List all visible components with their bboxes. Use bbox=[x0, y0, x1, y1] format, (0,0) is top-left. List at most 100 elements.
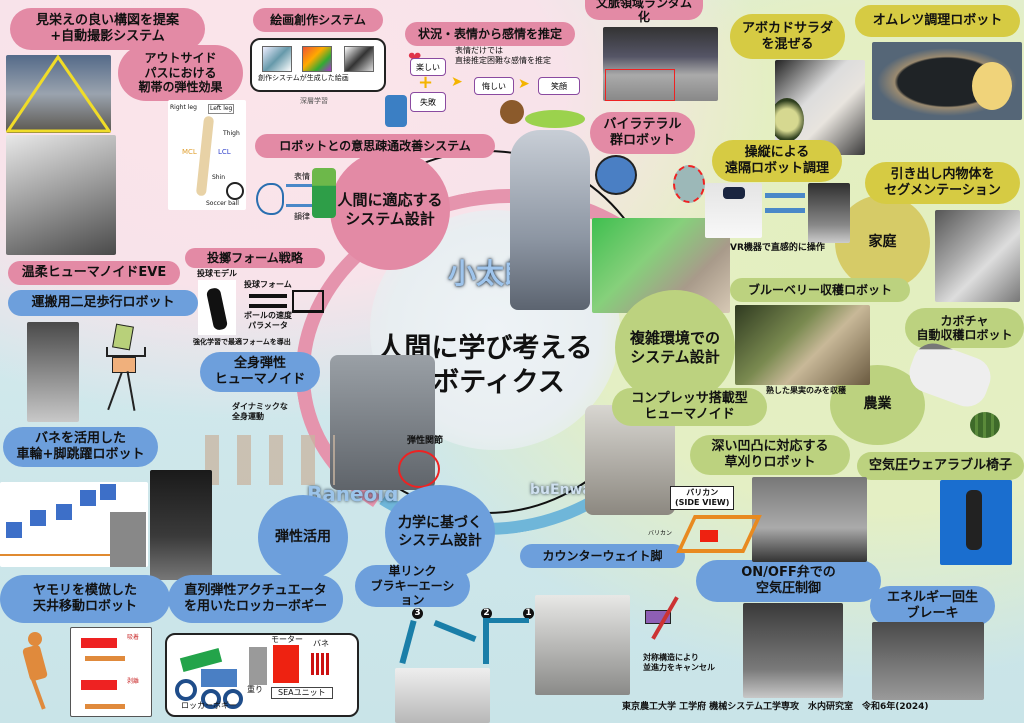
hub-human-adaptive: 人間に適応する システム設計 bbox=[330, 150, 450, 270]
grass-ellipse bbox=[525, 110, 585, 128]
topic-throwing-label: 投擲フォーム戦略 bbox=[207, 250, 303, 265]
wheel-icon-3 bbox=[223, 689, 243, 709]
tree-robot-icon bbox=[312, 168, 336, 218]
link-number-3: 3 bbox=[412, 608, 423, 620]
topic-omelette: オムレツ調理ロボット bbox=[855, 5, 1020, 37]
topic-gecko-label: ヤモリを模倣した 天井移動ロボット bbox=[32, 583, 137, 614]
emotion-smile-tag: 笑顔 bbox=[538, 77, 580, 95]
caption-lcl: LCL bbox=[218, 148, 231, 156]
air-chair-photo bbox=[940, 480, 1012, 565]
topic-carrier-biped: 運搬用二足歩行ロボット bbox=[8, 290, 198, 316]
topic-bilateral: バイラテラル 群ロボット bbox=[590, 112, 695, 154]
spring-block bbox=[311, 653, 331, 675]
topic-teleop-cooking: 操縦による 遠隔ロボット調理 bbox=[712, 140, 842, 182]
hub-elasticity-label: 弾性活用 bbox=[275, 528, 331, 545]
topic-communication-label: ロボットとの意思疎通改善システム bbox=[279, 138, 471, 153]
caption-dynamic-motion: ダイナミックな 全身運動 bbox=[232, 402, 288, 421]
caption-rocker-bogie: ロッカーボギー bbox=[181, 701, 237, 710]
clipper-block bbox=[700, 530, 718, 542]
pumpkin-icon bbox=[970, 412, 1000, 438]
topic-spring-jump-label: バネを活用した 車輪+脚跳躍ロボット bbox=[16, 431, 145, 462]
caption-painting-generated: 創作システムが生成した絵画 bbox=[258, 74, 349, 82]
laptop-icon bbox=[292, 290, 324, 313]
topic-counterweight: カウンターウェイト脚 bbox=[520, 544, 685, 568]
caption-left-leg: Left leg bbox=[208, 104, 235, 114]
topic-air-chair-label: 空気圧ウェアラブル椅子 bbox=[868, 458, 1012, 474]
avocado-robot-photo bbox=[775, 60, 865, 155]
topic-whole-body-label: 全身弾性 ヒューマノイド bbox=[214, 356, 306, 387]
bidirectional-arrows-icon bbox=[765, 193, 805, 213]
caption-expression: 表情 bbox=[294, 172, 310, 181]
topic-context-random-label: 文脈領域ランダム化 bbox=[595, 0, 692, 24]
topic-omelette-label: オムレツ調理ロボット bbox=[872, 13, 1003, 29]
exchange-arrows-icon bbox=[249, 294, 287, 308]
topic-pumpkin: カボチャ 自動収穫ロボット bbox=[905, 308, 1024, 348]
weeding-robot-photo bbox=[752, 477, 867, 562]
hub-mechanics-label: 力学に基づく システム設計 bbox=[398, 515, 482, 549]
cooking-robot-photo bbox=[808, 183, 850, 243]
elastic-joint-highlight bbox=[398, 450, 440, 488]
topic-compressor: コンプレッサ搭載型 ヒューマノイド bbox=[612, 388, 767, 426]
capitol-composition-photo bbox=[6, 55, 111, 133]
topic-drawer-seg: 引き出し内物体を セグメンテーション bbox=[865, 162, 1020, 204]
composition-triangle-icon bbox=[6, 55, 111, 133]
brachiation-link-diagram: 3 2 1 bbox=[395, 608, 535, 668]
topic-spring-jump: バネを活用した 車輪+脚跳躍ロボット bbox=[3, 427, 158, 467]
hub-agriculture-label: 農業 bbox=[863, 396, 892, 413]
topic-context-random: 文脈領域ランダム化 bbox=[585, 0, 703, 24]
hub-complex-env-label: 複雑環境での システム設計 bbox=[629, 328, 720, 366]
street-scene-photo bbox=[603, 27, 718, 101]
topic-sea-rocker-label: 直列弾性アクチュエータ を用いたロッカーボギー bbox=[183, 583, 327, 614]
topic-bilateral-label: バイラテラル 群ロボット bbox=[603, 117, 682, 148]
wheel-icon-1 bbox=[175, 679, 197, 701]
topic-weeding: 深い凹凸に対応する 草刈りロボット bbox=[690, 435, 850, 475]
caption-thigh: Thigh bbox=[223, 130, 240, 137]
caption-deep-learning: 深層学習 bbox=[300, 97, 328, 105]
wheel-jump-robot-photo bbox=[150, 470, 212, 580]
vr-operator-photo bbox=[705, 183, 762, 238]
brachiation-robot-photo bbox=[395, 668, 490, 723]
topic-emotion-label: 状況・表情から感情を推定 bbox=[417, 26, 562, 41]
elastic-joint-caption: 弾性関節 bbox=[407, 436, 444, 446]
carrier-biped-photo bbox=[27, 322, 79, 422]
detection-box bbox=[605, 69, 675, 101]
gecko-icon bbox=[12, 632, 62, 712]
topic-regen-brake-label: エネルギー回生 ブレーキ bbox=[886, 590, 978, 621]
topic-blueberry: ブルーベリー収穫ロボット bbox=[730, 278, 910, 302]
topic-teleop-cooking-label: 操縦による 遠隔ロボット調理 bbox=[724, 145, 829, 176]
hub-elasticity: 弾性活用 bbox=[258, 495, 348, 580]
caption-symmetric: 対称構造により 並進力をキャンセル bbox=[643, 653, 715, 672]
topic-compressor-label: コンプレッサ搭載型 ヒューマノイド bbox=[631, 391, 748, 422]
painting-bubble: 創作システムが生成した絵画 bbox=[250, 38, 386, 92]
caption-soccer-ball: Soccer ball bbox=[206, 200, 239, 207]
topic-eve-label: 温柔ヒューマノイドEVE bbox=[21, 265, 167, 281]
painting-thumb-2 bbox=[302, 46, 332, 72]
adhesion-diagram: 吸着 剥離 bbox=[70, 627, 152, 717]
blueberry-robot-photo bbox=[735, 305, 870, 385]
rocker-bogie-diagram: モーター バネ 重り SEAユニット ロッカーボギー bbox=[165, 633, 359, 717]
hub-mechanics: 力学に基づく システム設計 bbox=[385, 485, 495, 580]
painting-robot-icon bbox=[385, 95, 407, 127]
person-sitting bbox=[966, 490, 982, 550]
caption-ripe-only: 熟した果実のみを収穫 bbox=[766, 386, 846, 395]
emotion-fail-tag: 失敗 bbox=[410, 92, 446, 112]
caption-ball-speed: ボールの速度 パラメータ bbox=[244, 311, 292, 330]
painting-thumb-1 bbox=[262, 46, 292, 72]
painting-thumb-3 bbox=[344, 46, 374, 72]
kotaro-robot-photo bbox=[510, 130, 590, 310]
topic-throwing: 投擲フォーム戦略 bbox=[185, 248, 325, 268]
topic-painting-label: 絵画創作システム bbox=[270, 12, 366, 27]
topic-drawer-seg-label: 引き出し内物体を セグメンテーション bbox=[884, 167, 1001, 198]
counterweight-leg-photo bbox=[535, 595, 630, 695]
omelette-pan-photo bbox=[872, 42, 1022, 120]
caption-throw-form: 投球フォーム bbox=[244, 280, 292, 289]
bogie-body bbox=[201, 669, 237, 687]
topic-weeding-label: 深い凹凸に対応する 草刈りロボット bbox=[711, 439, 829, 470]
motor-block bbox=[273, 645, 299, 683]
topic-blueberry-label: ブルーベリー収穫ロボット bbox=[747, 282, 892, 297]
swarm-robots-icon bbox=[595, 155, 637, 195]
thrower-silhouette-icon bbox=[198, 280, 236, 335]
pneumatic-arm-photo bbox=[743, 603, 843, 698]
avocado-shape bbox=[775, 98, 804, 142]
wheel-icon-2 bbox=[201, 689, 221, 709]
